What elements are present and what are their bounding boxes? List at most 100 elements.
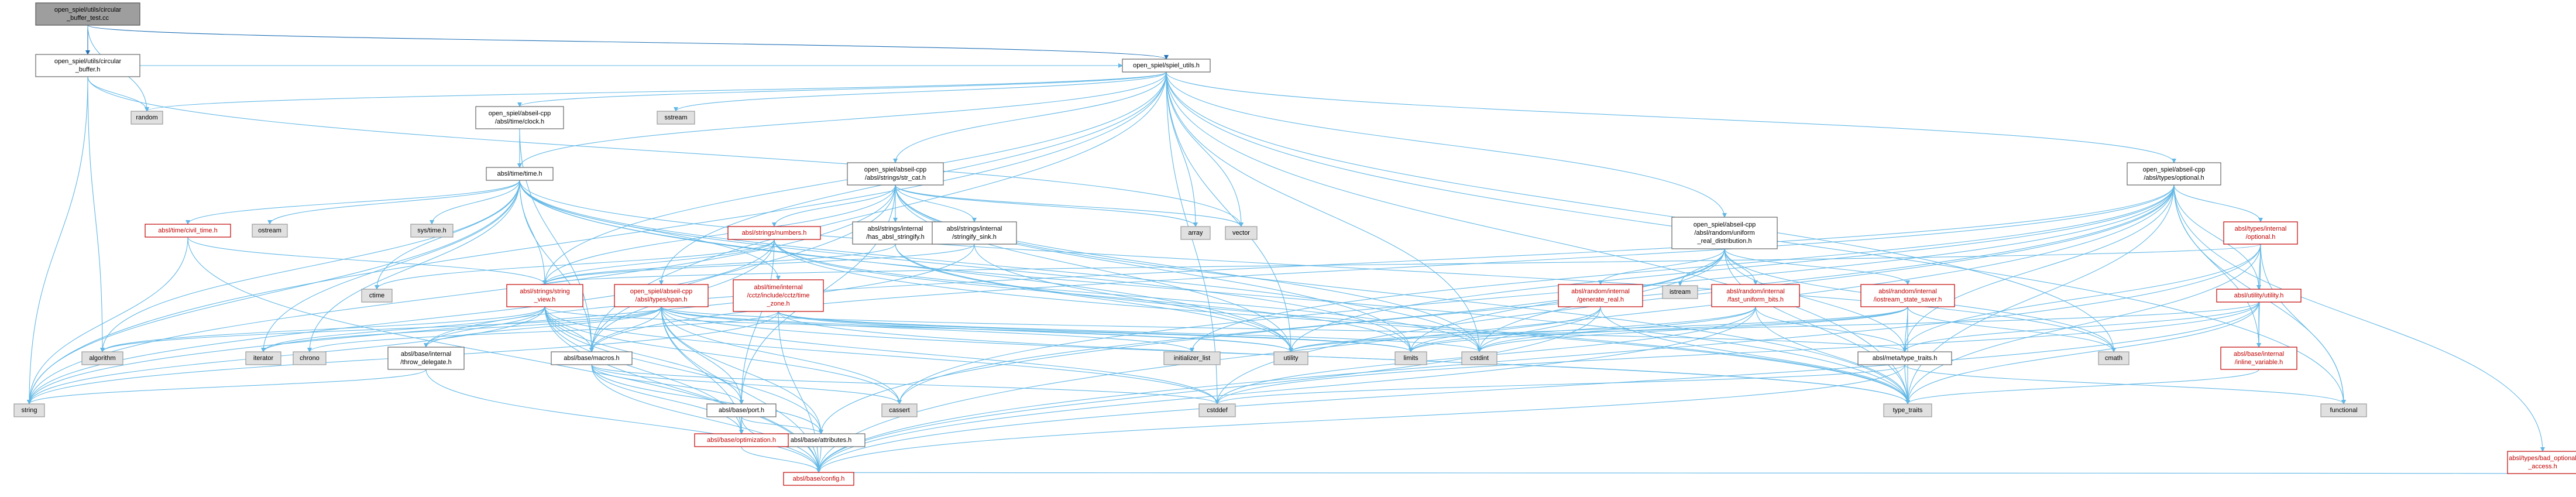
node-label: absl/strings/internal: [947, 225, 1002, 232]
node-ostream[interactable]: ostream: [252, 224, 288, 238]
edge-hasabsl-to-strview: [542, 244, 896, 285]
node-initlist[interactable]: initializer_list: [1163, 351, 1221, 365]
node-sstream[interactable]: sstream: [657, 111, 695, 125]
node-label: array: [1188, 229, 1203, 236]
edge-port-to-attributes: [741, 416, 823, 434]
edge-cctz-to-config: [778, 311, 821, 473]
node-macros[interactable]: absl/base/macros.h: [551, 351, 633, 365]
node-strcat[interactable]: open_spiel/abseil-cpp/absl/strings/str_c…: [847, 162, 944, 186]
node-span[interactable]: open_spiel/abseil-cpp/absl/types/span.h: [614, 284, 709, 307]
node-utility_h[interactable]: absl/utility/utility.h: [2216, 289, 2302, 303]
edge-strcat-to-macros: [589, 184, 896, 352]
node-throw[interactable]: absl/base/internal/throw_delegate.h: [387, 347, 465, 370]
node-label: /absl/time/clock.h: [495, 118, 544, 125]
node-iostate[interactable]: absl/random/internal/iostream_state_save…: [1860, 284, 1955, 307]
edge-stringify-to-utility: [974, 244, 1293, 352]
node-box: [2220, 347, 2297, 370]
edge-strview-to-config: [544, 306, 821, 473]
edge-time-to-string: [27, 180, 520, 405]
edge-cb-to-random: [87, 76, 149, 112]
node-label: cstdint: [1470, 355, 1489, 362]
node-cstddef[interactable]: cstddef: [1198, 403, 1236, 417]
edge-uniform-to-iostate: [1724, 248, 1910, 285]
node-random[interactable]: random: [130, 111, 163, 125]
edge-cctz-to-utility: [778, 311, 1293, 352]
node-label: absl/random/internal: [1726, 288, 1785, 295]
edge-optional-to-throw: [424, 184, 2175, 348]
edge-su-to-type_traits: [1166, 71, 1910, 405]
edge-iostate-to-typetraits_h: [1902, 306, 1908, 352]
node-stringify[interactable]: absl/strings/internal/stringify_sink.h: [932, 221, 1017, 245]
node-chrono[interactable]: chrono: [293, 351, 327, 365]
node-systime[interactable]: sys/time.h: [410, 224, 454, 238]
node-label: random: [136, 114, 157, 121]
node-cassert[interactable]: cassert: [881, 403, 918, 417]
node-optional[interactable]: open_spiel/abseil-cpp/absl/types/optiona…: [2127, 162, 2221, 186]
node-limits[interactable]: limits: [1395, 351, 1427, 365]
node-label: istream: [1670, 289, 1691, 296]
edge-fastuni-to-typetraits_h: [1755, 306, 1907, 352]
edge-span-to-throw: [424, 306, 662, 348]
edge-span-to-typetraits_h: [661, 306, 1907, 352]
edge-time-to-cmath: [519, 180, 2116, 352]
edge-uniform-to-genreal: [1598, 248, 1725, 285]
node-label: open_spiel/abseil-cpp: [630, 288, 692, 295]
edge-ioptional-to-functional: [2260, 244, 2346, 405]
node-root[interactable]: open_spiel/utils/circular_buffer_test.cc: [35, 2, 140, 26]
node-genreal[interactable]: absl/random/internal/generate_real.h: [1558, 284, 1643, 307]
node-label: absl/utility/utility.h: [2234, 292, 2284, 299]
node-ctime[interactable]: ctime: [361, 289, 393, 303]
edge-typetraits_h-to-type_traits: [1904, 364, 1910, 405]
node-typetraits_h[interactable]: absl/meta/type_traits.h: [1857, 351, 1952, 365]
edge-fastuni-to-config: [816, 306, 1756, 473]
edge-throw-to-config: [425, 369, 821, 473]
node-inlinevar[interactable]: absl/base/internal/inline_variable.h: [2220, 347, 2297, 370]
node-label: /generate_real.h: [1577, 296, 1624, 303]
node-civil[interactable]: absl/time/civil_time.h: [145, 224, 231, 238]
node-box: [551, 351, 633, 365]
node-istream[interactable]: istream: [1662, 285, 1698, 299]
node-box: [657, 111, 695, 125]
node-label: absl/time/internal: [754, 284, 802, 291]
edge-span-to-algorithm: [100, 306, 662, 352]
node-ioptional[interactable]: absl/types/internal/optional.h: [2223, 221, 2298, 245]
node-vector[interactable]: vector: [1225, 226, 1258, 240]
node-label: sstream: [664, 114, 687, 121]
node-utility[interactable]: utility: [1273, 351, 1308, 365]
node-cctz[interactable]: absl/time/internal/cctz/include/cctz/tim…: [733, 279, 824, 312]
node-time[interactable]: absl/time/time.h: [486, 167, 554, 181]
node-box: [1711, 284, 1800, 307]
node-port[interactable]: absl/base/port.h: [706, 403, 777, 417]
node-cmath[interactable]: cmath: [2098, 351, 2130, 365]
node-iterator[interactable]: iterator: [245, 351, 281, 365]
node-algorithm[interactable]: algorithm: [81, 351, 123, 365]
node-badopt[interactable]: absl/types/bad_optional_access.h: [2507, 451, 2576, 474]
node-hasabsl[interactable]: absl/strings/internal/has_absl_stringify…: [852, 221, 939, 245]
node-numbers[interactable]: absl/strings/numbers.h: [727, 226, 821, 240]
node-cstdint[interactable]: cstdint: [1461, 351, 1497, 365]
node-fastuni[interactable]: absl/random/internal/fast_uniform_bits.h: [1711, 284, 1800, 307]
node-config[interactable]: absl/base/config.h: [783, 472, 854, 486]
node-optimization[interactable]: absl/base/optimization.h: [694, 433, 789, 447]
node-attributes[interactable]: absl/base/attributes.h: [777, 433, 865, 447]
node-string[interactable]: string: [13, 403, 45, 417]
edge-su-to-clock: [517, 71, 1167, 107]
node-functional[interactable]: functional: [2320, 403, 2367, 417]
edge-optional-to-utility_h: [2173, 184, 2261, 290]
node-uniform[interactable]: open_spiel/abseil-cpp/absl/random/unifor…: [1671, 217, 1778, 249]
node-cb[interactable]: open_spiel/utils/circular_buffer.h: [35, 54, 140, 77]
edge-strview-to-algorithm: [100, 306, 545, 352]
edge-strcat-to-strview: [542, 184, 896, 285]
node-strview[interactable]: absl/strings/string_view.h: [506, 284, 583, 307]
edge-su-to-random: [145, 71, 1167, 112]
node-box: [410, 224, 454, 238]
node-type_traits[interactable]: type_traits: [1883, 403, 1932, 417]
node-array[interactable]: array: [1180, 226, 1211, 240]
node-su[interactable]: open_spiel/spiel_utils.h: [1122, 59, 1211, 73]
node-label: open_spiel/abseil-cpp: [489, 110, 551, 117]
node-label: /absl/random/uniform: [1694, 229, 1754, 236]
node-clock[interactable]: open_spiel/abseil-cpp/absl/time/clock.h: [475, 106, 564, 129]
node-label: /cctz/include/cctz/time: [747, 292, 810, 299]
edge-su-to-sstream: [674, 71, 1167, 112]
node-label: open_spiel/utils/circular: [54, 58, 122, 65]
